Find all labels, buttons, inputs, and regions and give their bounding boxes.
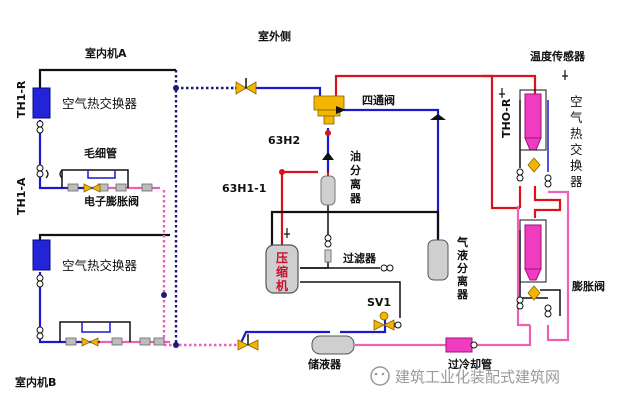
label-tho-r: THO-R: [500, 98, 513, 138]
label-eev: 电子膨胀阀: [84, 194, 139, 208]
indoor-eev: [81, 183, 101, 347]
label-oil-separator-vertical: 油分离器: [349, 149, 362, 205]
junction-dot: [161, 292, 167, 298]
pressure-switch: [279, 130, 331, 175]
label-hx-b: 空气热交换器: [62, 258, 138, 273]
outdoor-expansion-valve: [527, 157, 541, 301]
outdoor-piping: [235, 74, 570, 347]
label-indoor-b: 室内机B: [15, 375, 56, 389]
wechat-icon: [370, 366, 390, 386]
label-outdoor-side: 室外侧: [258, 29, 291, 43]
outdoor-hx-upper: [519, 89, 547, 151]
oil-separator: [320, 175, 336, 206]
label-63h2: 63H2: [268, 134, 300, 147]
label-63h1-1: 63H1-1: [222, 182, 266, 195]
check-valve: [322, 106, 446, 160]
label-exp-valve: 膨胀阀: [571, 279, 605, 293]
label-capillary: 毛细管: [84, 146, 117, 160]
label-th1-r: TH1-R: [15, 80, 28, 118]
watermark-text: 建筑工业化装配式建筑网: [395, 368, 560, 386]
indoor-unit-b-piping: [38, 233, 170, 344]
label-hx-a: 空气热交换器: [62, 96, 138, 111]
compressor-label-3: 机: [276, 278, 288, 293]
label-receiver: 储液器: [308, 357, 342, 371]
junction-dot: [173, 85, 179, 91]
label-filter: 过滤器: [343, 251, 377, 265]
filter: [324, 234, 332, 248]
sv1-valve: [373, 311, 395, 331]
svg-text:气液分离器: 气液分离器: [456, 235, 469, 301]
label-gas-liquid-sep-vertical: 气液分离器: [456, 235, 469, 301]
indoor-hx-b: [32, 239, 51, 271]
label-hx-out-vertical: 空气热交换器: [570, 94, 583, 189]
watermark: 建筑工业化装配式建筑网: [370, 366, 560, 386]
outdoor-hx-lower: [519, 219, 547, 283]
compressor: 压 缩 机: [265, 244, 299, 294]
label-temp-sensor: 温度传感器: [530, 49, 586, 63]
outdoor-coils: [516, 168, 552, 318]
svg-text:空气热交换器: 空气热交换器: [570, 94, 583, 189]
label-subcool: 过冷却管: [448, 357, 492, 371]
label-indoor-a: 室内机A: [85, 46, 127, 60]
compressor-label-1: 压: [276, 251, 288, 265]
label-th1-a: TH1-A: [15, 177, 28, 215]
indoor-unit-a-piping: [38, 68, 176, 190]
label-oil-sep: 油分离器: [349, 149, 362, 205]
thermistor-coil: [36, 120, 44, 340]
junction-dot: [173, 342, 179, 348]
service-valve: [235, 78, 259, 351]
field-piping-dotted: [162, 70, 240, 347]
label-four-way: 四通阀: [362, 93, 395, 107]
subcooling-pipe: [445, 337, 478, 353]
pipe-fittings: [65, 183, 165, 346]
gas-liquid-separator: [427, 239, 449, 281]
indoor-hx-a: [32, 87, 51, 119]
sensor-hook: [45, 70, 568, 238]
label-sv1: SV1: [367, 296, 391, 309]
receiver: [311, 335, 355, 355]
filter-body: [324, 249, 332, 263]
compressor-label-2: 缩: [276, 264, 288, 279]
